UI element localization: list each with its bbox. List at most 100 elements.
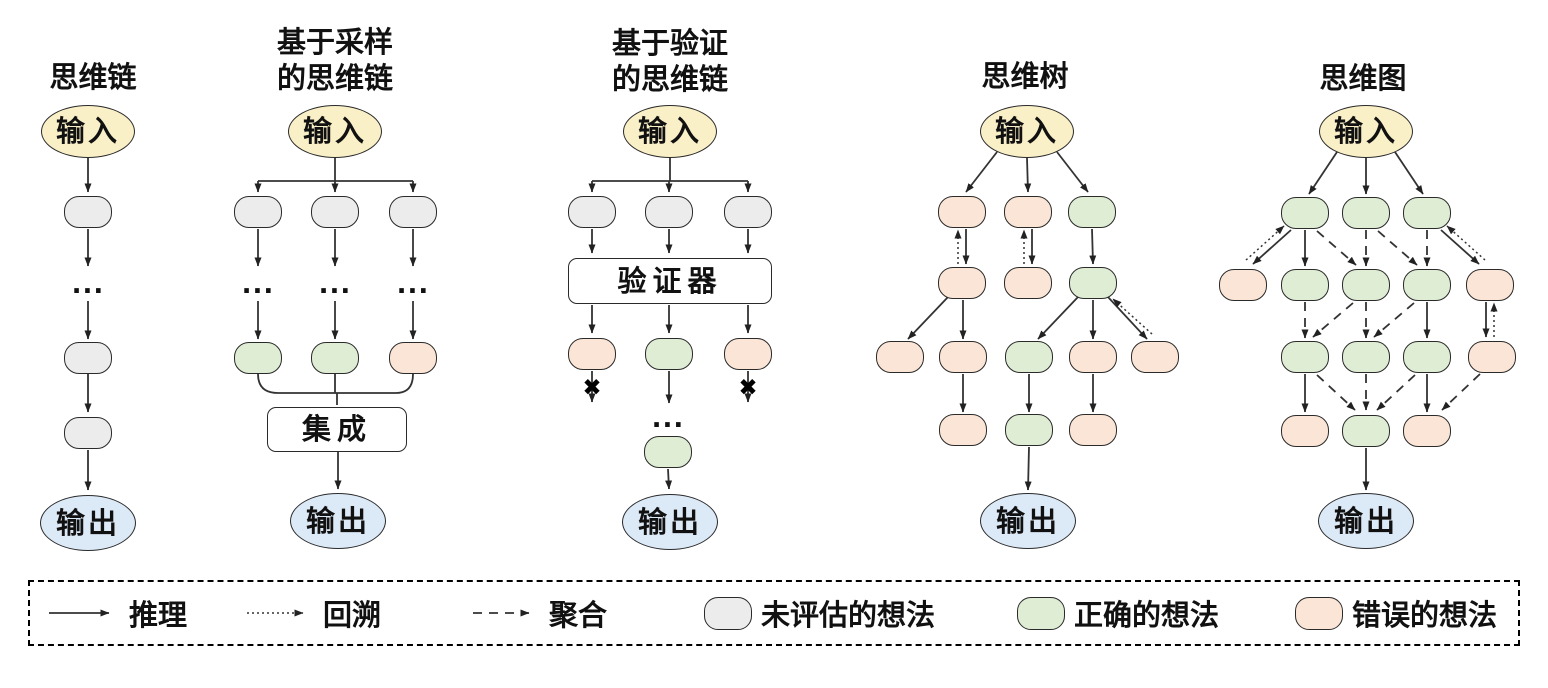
thought-wrong-node	[724, 338, 772, 370]
legend-label-reasoning: 推理	[129, 598, 188, 632]
edge-dashed	[1377, 230, 1418, 266]
dotted-arrow-icon	[247, 609, 304, 617]
thought-correct-node	[1281, 197, 1329, 229]
edge-dotted	[1446, 225, 1486, 261]
legend-label-backtracking: 回溯	[323, 598, 382, 632]
edge-solid	[965, 151, 998, 193]
unevaluated-swatch	[704, 596, 752, 630]
thought-unevaluated-node	[64, 196, 112, 228]
edge-dotted	[1112, 298, 1153, 335]
thought-unevaluated-node	[568, 196, 616, 228]
legend-item-wrong: 错误的想法	[1295, 592, 1497, 634]
dashed-arrow-icon	[473, 609, 530, 617]
legend-item-correct: 正确的想法	[1017, 592, 1219, 634]
legend-item-aggregation: 聚合	[472, 592, 607, 634]
legend-label-aggregation: 聚合	[549, 598, 608, 632]
input-node: 输入	[288, 104, 382, 158]
legend-label-correct: 正确的想法	[1074, 598, 1220, 632]
legend-box: 推理 回溯 聚合 未评估的想法 正确的想法 错误的想法	[28, 580, 1520, 646]
thought-wrong-node	[939, 341, 987, 373]
legend-label-wrong: 错误的想法	[1352, 598, 1498, 632]
output-node: 输出	[980, 493, 1076, 549]
edge-solid	[257, 373, 414, 405]
ellipsis: ...	[71, 270, 105, 300]
thought-correct-node	[1281, 269, 1329, 301]
thought-correct-node	[644, 436, 692, 468]
edge-solid	[1024, 157, 1032, 193]
input-node: 输入	[980, 104, 1074, 158]
input-node: 输入	[1319, 104, 1413, 158]
thought-correct-node	[1068, 196, 1116, 228]
edge-dashed	[1316, 374, 1356, 411]
thought-unevaluated-node	[234, 196, 282, 228]
thought-correct-node	[645, 338, 693, 370]
ensemble-box: 集成	[267, 406, 407, 452]
thought-correct-node	[1403, 341, 1451, 373]
input-node: 输入	[41, 104, 135, 158]
thought-wrong-node	[1069, 414, 1117, 446]
thought-wrong-node	[1468, 341, 1516, 373]
edge-solid	[1037, 296, 1079, 340]
thought-unevaluated-node	[724, 196, 772, 228]
edge-solid	[1252, 229, 1292, 265]
thought-correct-node	[1342, 415, 1390, 447]
legend-item-reasoning: 推理	[48, 592, 187, 634]
edge-solid	[1394, 151, 1424, 195]
output-node: 输出	[1318, 493, 1414, 549]
thought-unevaluated-node	[64, 342, 112, 374]
edge-solid	[1056, 151, 1089, 193]
column-title-sampling-cot: 基于采样 的思维链	[276, 25, 394, 96]
thought-wrong-node	[1466, 269, 1514, 301]
edge-solid	[907, 296, 949, 340]
thought-wrong-node	[1131, 341, 1179, 373]
edge-solid	[665, 468, 673, 490]
ellipsis: ...	[396, 270, 430, 300]
reject-cross-icon: ✖	[582, 374, 602, 401]
edge-dashed	[1373, 302, 1415, 338]
thought-correct-node	[1342, 269, 1390, 301]
thought-wrong-node	[568, 338, 616, 370]
legend-label-unevaluated: 未评估的想法	[761, 598, 936, 632]
edge-solid	[1024, 446, 1032, 491]
output-node: 输出	[622, 494, 718, 550]
thought-wrong-node	[1281, 415, 1329, 447]
legend-item-unevaluated: 未评估的想法	[704, 592, 935, 634]
solid-arrow-icon	[49, 609, 110, 617]
thought-correct-node	[1403, 197, 1451, 229]
ellipsis: ...	[241, 270, 275, 300]
edge-dashed	[1312, 302, 1354, 338]
thought-unevaluated-node	[389, 196, 437, 228]
thought-wrong-node	[938, 196, 986, 228]
thought-correct-node	[1403, 269, 1451, 301]
thought-wrong-node	[876, 341, 924, 373]
thought-unevaluated-node	[645, 196, 693, 228]
thought-correct-node	[1342, 197, 1390, 229]
verifier-box: 验证器	[568, 258, 772, 304]
thought-wrong-node	[1069, 341, 1117, 373]
output-node: 输出	[40, 495, 136, 551]
thought-correct-node	[1281, 341, 1329, 373]
thought-wrong-node	[389, 342, 437, 374]
thought-unevaluated-node	[64, 417, 112, 449]
reject-cross-icon: ✖	[738, 374, 758, 401]
thought-correct-node	[234, 342, 282, 374]
thought-wrong-node	[939, 414, 987, 446]
thought-correct-node	[1005, 414, 1053, 446]
thought-correct-node	[1005, 341, 1053, 373]
edge-dotted	[1245, 225, 1285, 261]
edge-solid	[1089, 228, 1097, 265]
ellipsis: ...	[318, 270, 352, 300]
column-title-verify-cot: 基于验证 的思维链	[611, 26, 729, 97]
thought-wrong-node	[1004, 196, 1052, 228]
edge-solid	[1308, 151, 1338, 195]
thought-unevaluated-node	[311, 196, 359, 228]
column-title-tot: 思维树	[981, 59, 1069, 93]
thought-wrong-node	[938, 267, 986, 299]
legend-item-backtracking: 回溯	[246, 592, 381, 634]
column-title-got: 思维图	[1319, 61, 1407, 95]
thought-wrong-node	[1403, 415, 1451, 447]
edge-dashed	[1441, 373, 1481, 411]
edge-dashed	[1376, 374, 1416, 411]
